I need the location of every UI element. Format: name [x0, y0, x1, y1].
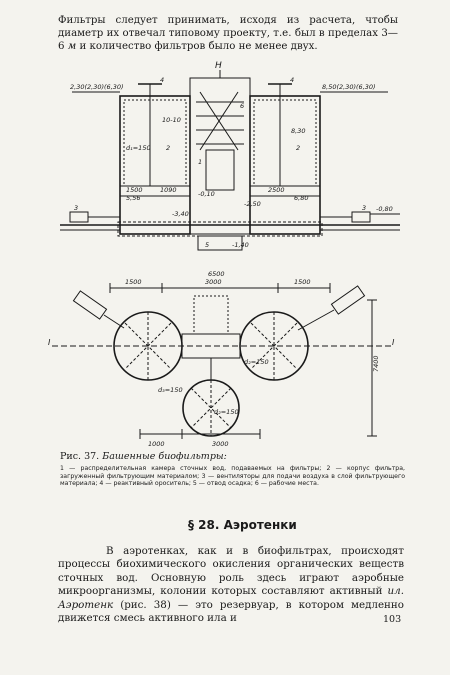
intro-paragraph: Фильтры следует принимать, исходя из рас… [58, 14, 398, 53]
elevation-view [60, 70, 400, 251]
plan-label-right: I [392, 338, 395, 347]
section-label: H [215, 61, 222, 71]
part-label-2b: 2 [296, 144, 300, 152]
figure-legend: 1 — распределительная камера сточных вод… [60, 465, 405, 488]
side-note-1: 10-10 [162, 116, 181, 124]
biofilter-drawing: H 2,30(2,30)(6,30) 8,50(2,30)(6,30) -0,8… [48, 61, 400, 448]
diameter-right: d₂=150 [244, 358, 269, 366]
intro-unit: м [67, 41, 77, 52]
side-note-2: 8,30 [291, 127, 305, 135]
dim-top-1: 1500 [125, 278, 142, 286]
plan-label-left: I [48, 338, 51, 347]
figure-caption-label: Рис. 37. [60, 451, 100, 462]
inner-dim-2: 1090 [160, 186, 177, 194]
part-label-6: 6 [240, 102, 244, 110]
inner-dim-1: 1500 [126, 186, 143, 194]
dim-bottom-1: 1000 [148, 440, 165, 448]
side-note-4: 6,80 [294, 194, 308, 202]
elevation-ground: -0,80 [376, 205, 393, 213]
diameter-bottom: d₃=150 [158, 386, 183, 394]
diameter-left: d₁=150 [126, 144, 151, 152]
dim-top-3: 1500 [294, 278, 311, 286]
part-label-1: 1 [198, 158, 202, 166]
part-label-5: 5 [205, 241, 209, 249]
diameter-bottom-2: d₂=150 [214, 408, 239, 416]
dim-bottom-2: 3000 [212, 440, 229, 448]
body-paragraph: В аэротенках, как и в биофильтрах, проис… [58, 545, 404, 625]
intro-text: Фильтры следует принимать, исходя из рас… [58, 15, 398, 52]
elev-mark-2: -2,50 [244, 200, 261, 208]
body-text-emphasis: ил. Аэротенк [58, 585, 404, 611]
dim-side: 7400 [372, 355, 380, 372]
section-heading: § 28. Аэротенки [188, 518, 297, 532]
part-label-2: 2 [166, 144, 170, 152]
elevation-right: 8,50(2,30)(6,30) [322, 83, 376, 91]
dim-top-2: 3000 [205, 278, 222, 286]
elev-mark-1: -0,10 [198, 190, 215, 198]
intro-text-end: и количество фильтров было не менее двух… [79, 41, 318, 52]
elev-mark-4: -1,40 [232, 241, 249, 249]
figure-caption-title: Башенные биофильтры: [102, 451, 227, 462]
body-text-end: (рис. 38) — это резервуар, в котором мед… [58, 598, 404, 625]
dim-top-overall: 6500 [208, 270, 225, 278]
page-number: 103 [383, 614, 402, 625]
part-label-3b: 3 [362, 204, 366, 212]
elev-mark-3: -3,40 [172, 210, 189, 218]
side-note-3: 5,56 [126, 194, 140, 202]
figure-caption: Рис. 37. Башенные биофильтры: [60, 451, 227, 462]
part-label-4: 4 [160, 76, 164, 84]
plan-view [52, 283, 392, 439]
body-text-start: В аэротенках, как и в биофильтрах, проис… [58, 545, 404, 598]
part-label-3: 3 [74, 204, 78, 212]
elevation-left: 2,30(2,30)(6,30) [70, 83, 124, 91]
inner-dim-3: 2500 [268, 186, 285, 194]
part-label-4b: 4 [290, 76, 294, 84]
